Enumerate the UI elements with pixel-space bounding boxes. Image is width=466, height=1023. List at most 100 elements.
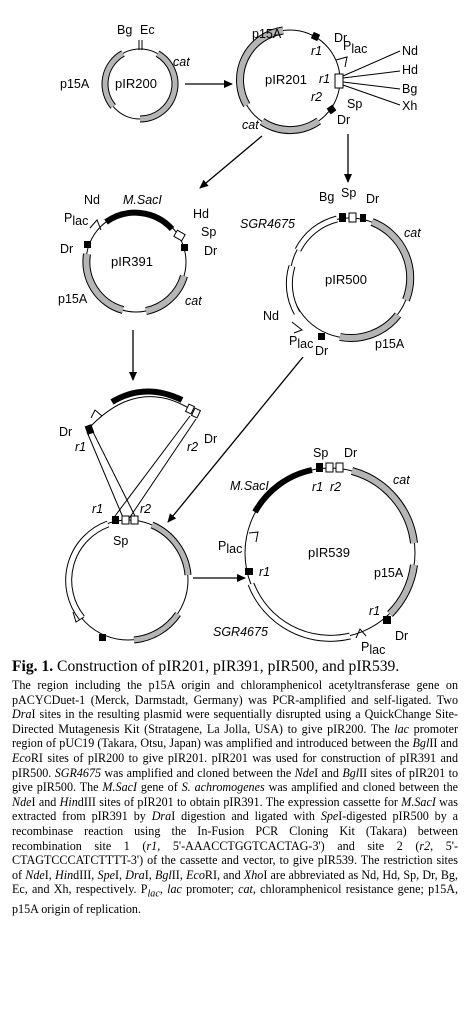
pir500-nd-label: Nd: [263, 309, 279, 323]
pir500-sgr4675-fill: [295, 216, 338, 252]
msaci-cassette: Dr r1 Dr r2: [59, 388, 217, 454]
pir201-mcs-line-bg: [342, 81, 401, 90]
pir201-name: pIR201: [265, 72, 307, 87]
arrow-pir201-to-pir391: [199, 135, 263, 189]
pir201-xh-label: Xh: [402, 99, 417, 113]
pir539-r1-bottom-label: r1: [369, 604, 380, 618]
recomb-line-3: [111, 415, 191, 521]
pir539-plac-bottom-arrow: [355, 628, 367, 639]
cassette-box-right-1: [184, 403, 196, 415]
pir539-plac-left-arrow: [248, 531, 259, 543]
cassette-plac-arrow: [90, 409, 103, 419]
pir200-cat-label: cat: [173, 55, 190, 69]
pir500-dr-box: [360, 214, 366, 222]
cassette-r2-label: r2: [187, 440, 198, 454]
pir539-msaci-segment: [252, 467, 313, 514]
plasmid-pir200: Bg Ec p15A cat pIR200: [60, 23, 190, 123]
pir500-dr-bottom-box: [318, 333, 325, 340]
pir201-mcs-line-xh: [342, 84, 401, 106]
cassette-r1-label: r1: [75, 440, 86, 454]
pir500-p15a-segment-fill: [339, 313, 401, 341]
pir500-sgr4675-label: SGR4675: [240, 217, 295, 231]
pir500-sgr4675-fill-2: [286, 265, 300, 315]
pir200-p15a-label: p15A: [60, 77, 90, 91]
pir391-p15a-segment-fill: [83, 253, 124, 313]
pir391-msaci-segment: [104, 209, 175, 232]
pir201-nd-label: Nd: [402, 44, 418, 58]
plasmid-pir500: Bg Sp Dr SGR4675 cat Nd Plac Dr p15A pIR…: [240, 186, 421, 358]
pir201-p15a-segment-fill: [237, 27, 284, 107]
vector-r2-box: [121, 515, 130, 525]
pir539-cat-segment-fill: [351, 468, 417, 544]
pir201-p15a-label: p15A: [252, 27, 282, 41]
pir539-sp-top-box: [335, 462, 344, 473]
pir539-dr-bottom-label: Dr: [395, 629, 408, 643]
pir200-p15a-segment-fill: [102, 51, 125, 109]
pir539-msaci-label: M.SacI: [230, 479, 269, 493]
pir391-sp-label: Sp: [201, 225, 216, 239]
pir201-r2-label: r2: [311, 90, 322, 104]
caption-title: Fig. 1. Construction of pIR201, pIR391, …: [12, 657, 458, 677]
vector-dr-box: [99, 634, 106, 641]
pir539-sgr4675-fill: [248, 583, 351, 641]
pir539-r2-top-box: [325, 462, 334, 473]
pir539-cat-label: cat: [393, 473, 410, 487]
pir201-r1-mid-label: r1: [319, 72, 330, 86]
vector-r2-label: r2: [140, 502, 151, 516]
pir500-p15a-label: p15A: [375, 337, 405, 351]
pir391-dr-right: [181, 244, 188, 251]
pir200-cat-segment-fill: [139, 51, 178, 122]
pir539-dr-top-label: Dr: [344, 446, 357, 460]
vector-cat-segment-fill: [150, 522, 191, 576]
pir391-cat-segment-fill: [145, 275, 187, 314]
pir500-dr-bottom-label: Dr: [315, 344, 328, 358]
pir539-r2-top-label: r2: [330, 480, 341, 494]
pir201-dr-bottom-label: Dr: [337, 113, 350, 127]
vector-p15a-segment-fill: [133, 612, 181, 643]
cassette-dr-right-label: Dr: [204, 432, 217, 446]
pir201-mcs-box: [334, 73, 344, 89]
plasmid-pir539: Sp Dr M.SacI r1 r2 cat Plac r1 p15A r1 S…: [213, 446, 418, 655]
pir391-plac-arrow: [89, 219, 102, 231]
pir539-r1-top-label: r1: [312, 480, 323, 494]
pir500-dr-label: Dr: [366, 192, 379, 206]
pir500-sp-label: Sp: [341, 186, 356, 200]
pir201-plac-label: Plac: [343, 39, 367, 56]
pir539-sp-label: Sp: [313, 446, 328, 460]
vector-r1-label: r1: [92, 502, 103, 516]
cassette-box-right-2: [190, 407, 202, 419]
pir391-cat-label: cat: [185, 294, 202, 308]
pir539-plac-left-label: Plac: [218, 539, 242, 556]
pir201-dr-top-label: Dr: [334, 31, 347, 45]
pir201-r1-top-label: r1: [311, 44, 322, 58]
pir539-r1-left-box: [245, 568, 253, 575]
pir500-name: pIR500: [325, 272, 367, 287]
pir201-dr-bottom: [326, 104, 337, 115]
pir201-cat-label: cat: [242, 118, 259, 132]
pir500-sgr4675-outline: [294, 215, 338, 252]
plasmid-pir391: M.SacI Nd Plac Hd Sp Dr Dr p15A cat pIR3…: [58, 193, 217, 315]
vector-circle: r1 r2 Sp: [65, 502, 192, 644]
pir201-sp-label: Sp: [347, 97, 362, 111]
pir391-msaci-label: M.SacI: [123, 193, 162, 207]
pir391-name: pIR391: [111, 254, 153, 269]
pir200-name: pIR200: [115, 76, 157, 91]
pir201-bg-label: Bg: [402, 82, 417, 96]
pir539-p15a-segment-fill: [387, 564, 417, 617]
pir500-cat-segment-fill: [370, 219, 414, 302]
pir391-nd-label: Nd: [84, 193, 100, 207]
pir500-sp-box: [348, 212, 357, 223]
vector-sp-label: Sp: [113, 534, 128, 548]
pir201-cat-segment-fill: [260, 118, 321, 134]
construction-diagram: Bg Ec p15A cat pIR200 p15A Dr r1 Plac r1…: [58, 23, 421, 655]
vector-r1-box: [112, 516, 119, 524]
pir391-dr-right-label: Dr: [204, 244, 217, 258]
site-label-bg: Bg: [117, 23, 132, 37]
pir391-dr-left-label: Dr: [60, 242, 73, 256]
pir500-bg-label: Bg: [319, 190, 334, 204]
pir391-mcs-right: [173, 229, 186, 242]
pir500-bg-box: [339, 213, 346, 222]
pir391-dr-left: [84, 241, 91, 248]
pir201-mcs-line-hd: [342, 70, 401, 79]
arrow-pir500-to-vector: [167, 356, 304, 523]
